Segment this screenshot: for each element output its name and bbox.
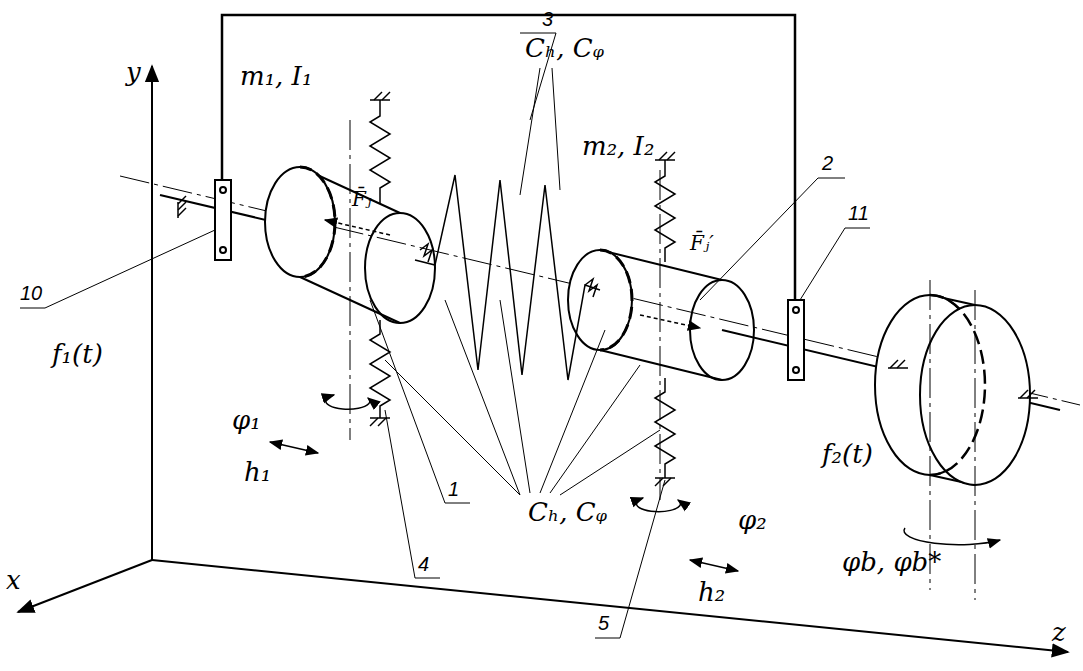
- spring: [370, 100, 390, 204]
- force-label: F̄ⱼ: [352, 188, 371, 210]
- ground-support: [178, 196, 186, 218]
- part-label: m₁, I₁: [240, 62, 312, 91]
- callout-number: 11: [848, 202, 869, 224]
- spring: [370, 320, 390, 418]
- x-axis: [18, 560, 152, 612]
- y-axis: [151, 66, 153, 560]
- callout-number: 2: [822, 152, 833, 174]
- callout-number: 1: [448, 478, 459, 500]
- signal-label: f₁(t): [52, 340, 103, 369]
- spring: [655, 378, 675, 478]
- bearing: [788, 300, 804, 380]
- angle-label: φ₁: [232, 406, 261, 435]
- bearing: [215, 180, 231, 260]
- callout-number: 10: [20, 282, 42, 304]
- mass-cylinder: [568, 250, 754, 380]
- ground-support: [888, 360, 1038, 398]
- callout-number: 3: [542, 8, 553, 30]
- force-label: F̄ⱼ′: [690, 232, 714, 254]
- stiffness-label: Cₕ, Cᵩ: [525, 34, 604, 63]
- displacement-label: h₂: [698, 578, 725, 607]
- displacement-label: h₁: [244, 458, 271, 487]
- signal-label: f₂(t): [822, 440, 873, 469]
- callout-number: 5: [598, 612, 609, 634]
- callout-number: 4: [418, 553, 429, 575]
- spring: [655, 160, 675, 262]
- axis-label: z: [1052, 618, 1066, 647]
- part-label: m₂, I₂: [582, 132, 654, 161]
- axis-label: y: [126, 58, 141, 87]
- angle-label: φ₂: [738, 506, 767, 535]
- stiffness-label: Cₕ, Cᵩ: [528, 498, 607, 527]
- axis-label: x: [6, 566, 21, 595]
- angle-label: φb, φb*: [842, 548, 941, 577]
